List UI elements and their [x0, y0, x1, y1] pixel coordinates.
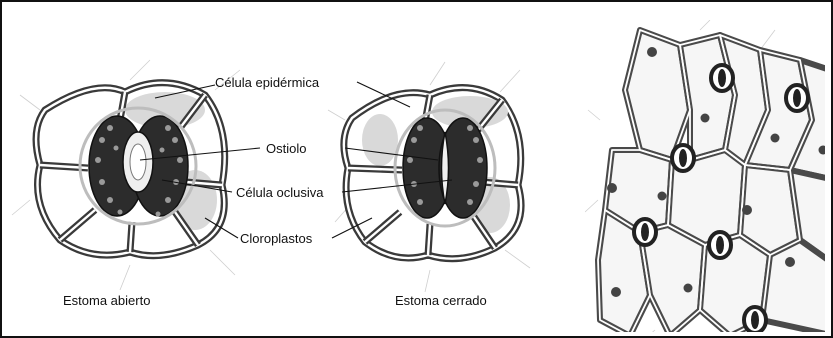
- caption-closed-stoma: Estoma cerrado: [395, 293, 487, 308]
- label-guard-cell: Célula oclusiva: [236, 185, 324, 200]
- label-ostiole: Ostiolo: [266, 141, 306, 156]
- ostiole-closed: [442, 132, 449, 204]
- label-epidermal-cell: Célula epidérmica: [215, 75, 320, 90]
- caption-open-stoma: Estoma abierto: [63, 293, 150, 308]
- label-chloroplasts: Cloroplastos: [240, 231, 313, 246]
